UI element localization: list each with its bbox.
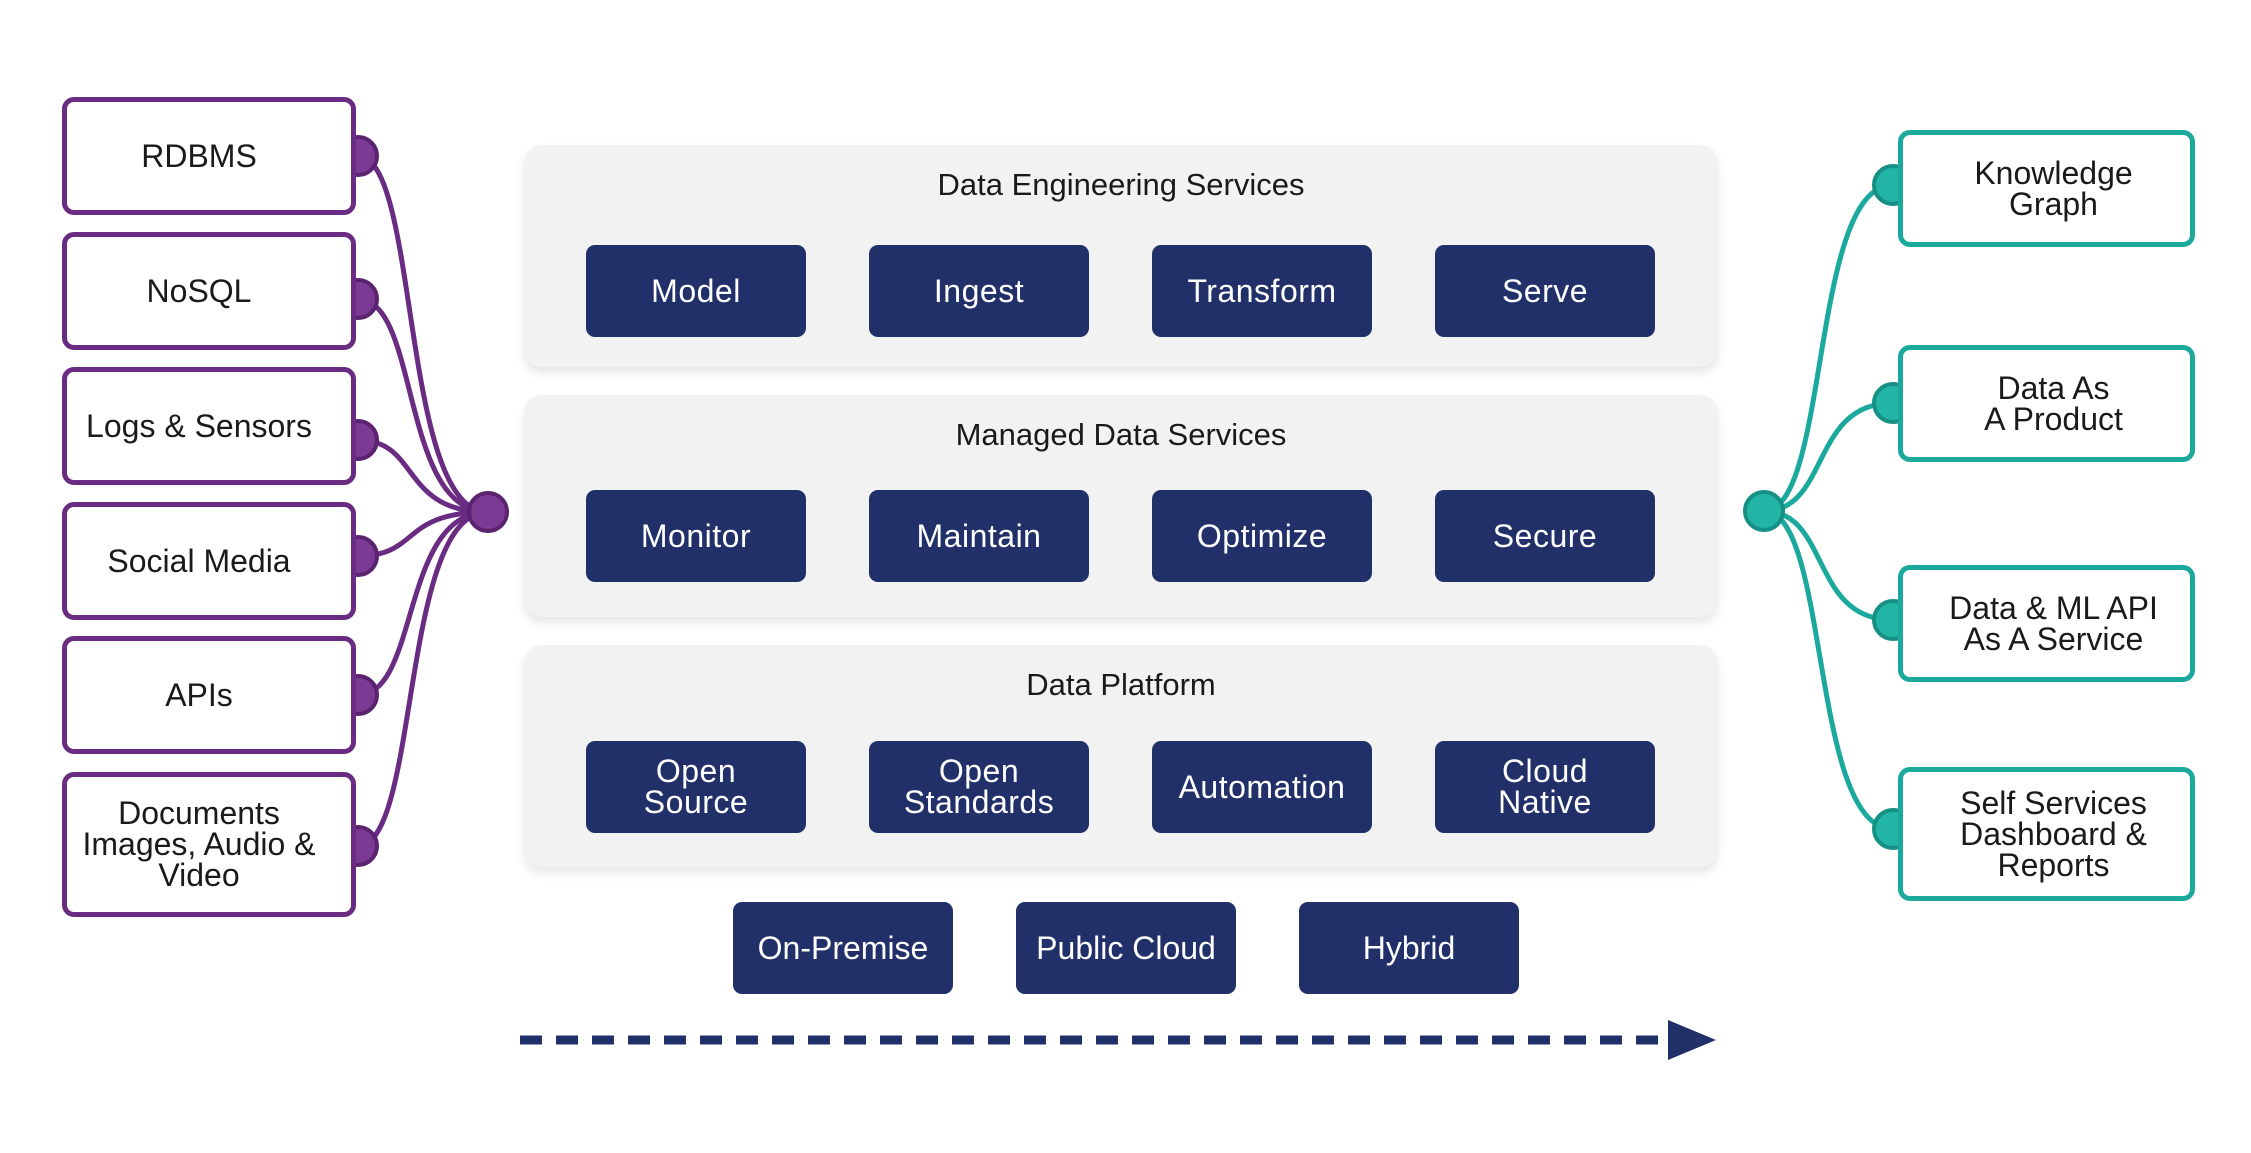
source-hub-node	[467, 491, 509, 533]
output-nodes	[1743, 164, 1914, 850]
tile-secure: Secure	[1435, 490, 1655, 582]
source-rdbms: RDBMS	[62, 97, 356, 215]
output-data-as-product: Data As A Product	[1898, 345, 2195, 462]
connector-self-services	[1763, 508, 1894, 832]
layer-data-engineering: Data Engineering Services Model Ingest T…	[524, 145, 1718, 367]
output-data-as-product-label: Data As A Product	[1984, 369, 2123, 437]
tile-monitor: Monitor	[586, 490, 806, 582]
connector-apis	[357, 509, 489, 698]
connector-nosql	[357, 296, 489, 515]
output-self-services-label: Self Services Dashboard & Reports	[1960, 784, 2147, 883]
connector-data-product	[1763, 400, 1894, 514]
connector-rdbms	[357, 153, 489, 515]
source-social-media-label: Social Media	[107, 542, 291, 579]
deploy-on-premise: On-Premise	[733, 902, 953, 994]
layer-managed-data-title: Managed Data Services	[955, 417, 1287, 452]
source-rdbms-label: RDBMS	[141, 137, 257, 174]
connector-logs	[357, 437, 489, 515]
layer-data-platform-title: Data Platform	[1026, 667, 1216, 702]
tile-cloud-native: Cloud Native	[1435, 741, 1655, 833]
source-apis: APIs	[62, 636, 356, 754]
output-connectors	[1763, 182, 1894, 832]
source-nosql: NoSQL	[62, 232, 356, 350]
output-ml-api-service: Data & ML API As A Service	[1898, 565, 2195, 682]
tile-optimize: Optimize	[1152, 490, 1372, 582]
tile-open-source: Open Source	[586, 741, 806, 833]
source-social-media: Social Media	[62, 502, 356, 620]
tile-automation: Automation	[1152, 741, 1372, 833]
flow-arrow-head	[1668, 1020, 1716, 1060]
output-knowledge-graph: Knowledge Graph	[1898, 130, 2195, 247]
deploy-hybrid: Hybrid	[1299, 902, 1519, 994]
source-apis-label: APIs	[165, 676, 233, 713]
layer-data-engineering-title: Data Engineering Services	[937, 167, 1305, 202]
tile-maintain: Maintain	[869, 490, 1089, 582]
source-documents: Documents Images, Audio & Video	[62, 772, 356, 917]
tile-ingest: Ingest	[869, 245, 1089, 337]
source-connectors	[357, 153, 489, 849]
layer-data-platform: Data Platform Open Source Open Standards…	[524, 645, 1718, 867]
source-nodes	[337, 135, 509, 867]
tile-model: Model	[586, 245, 806, 337]
output-self-services: Self Services Dashboard & Reports	[1898, 767, 2195, 901]
output-knowledge-graph-label: Knowledge Graph	[1974, 154, 2133, 222]
connector-knowledge-graph	[1763, 182, 1894, 514]
tile-serve: Serve	[1435, 245, 1655, 337]
connector-documents	[357, 509, 489, 849]
connector-ml-api	[1763, 508, 1894, 623]
deploy-public-cloud: Public Cloud	[1016, 902, 1236, 994]
output-hub-node	[1743, 490, 1785, 532]
source-logs-sensors: Logs & Sensors	[62, 367, 356, 485]
tile-transform: Transform	[1152, 245, 1372, 337]
source-documents-label: Documents Images, Audio & Video	[82, 795, 316, 893]
flow-arrow	[520, 1020, 1716, 1060]
layer-managed-data: Managed Data Services Monitor Maintain O…	[524, 395, 1718, 617]
source-logs-sensors-label: Logs & Sensors	[86, 407, 312, 444]
tile-open-standards: Open Standards	[869, 741, 1089, 833]
output-ml-api-service-label: Data & ML API As A Service	[1949, 589, 2158, 657]
source-nosql-label: NoSQL	[146, 272, 252, 309]
